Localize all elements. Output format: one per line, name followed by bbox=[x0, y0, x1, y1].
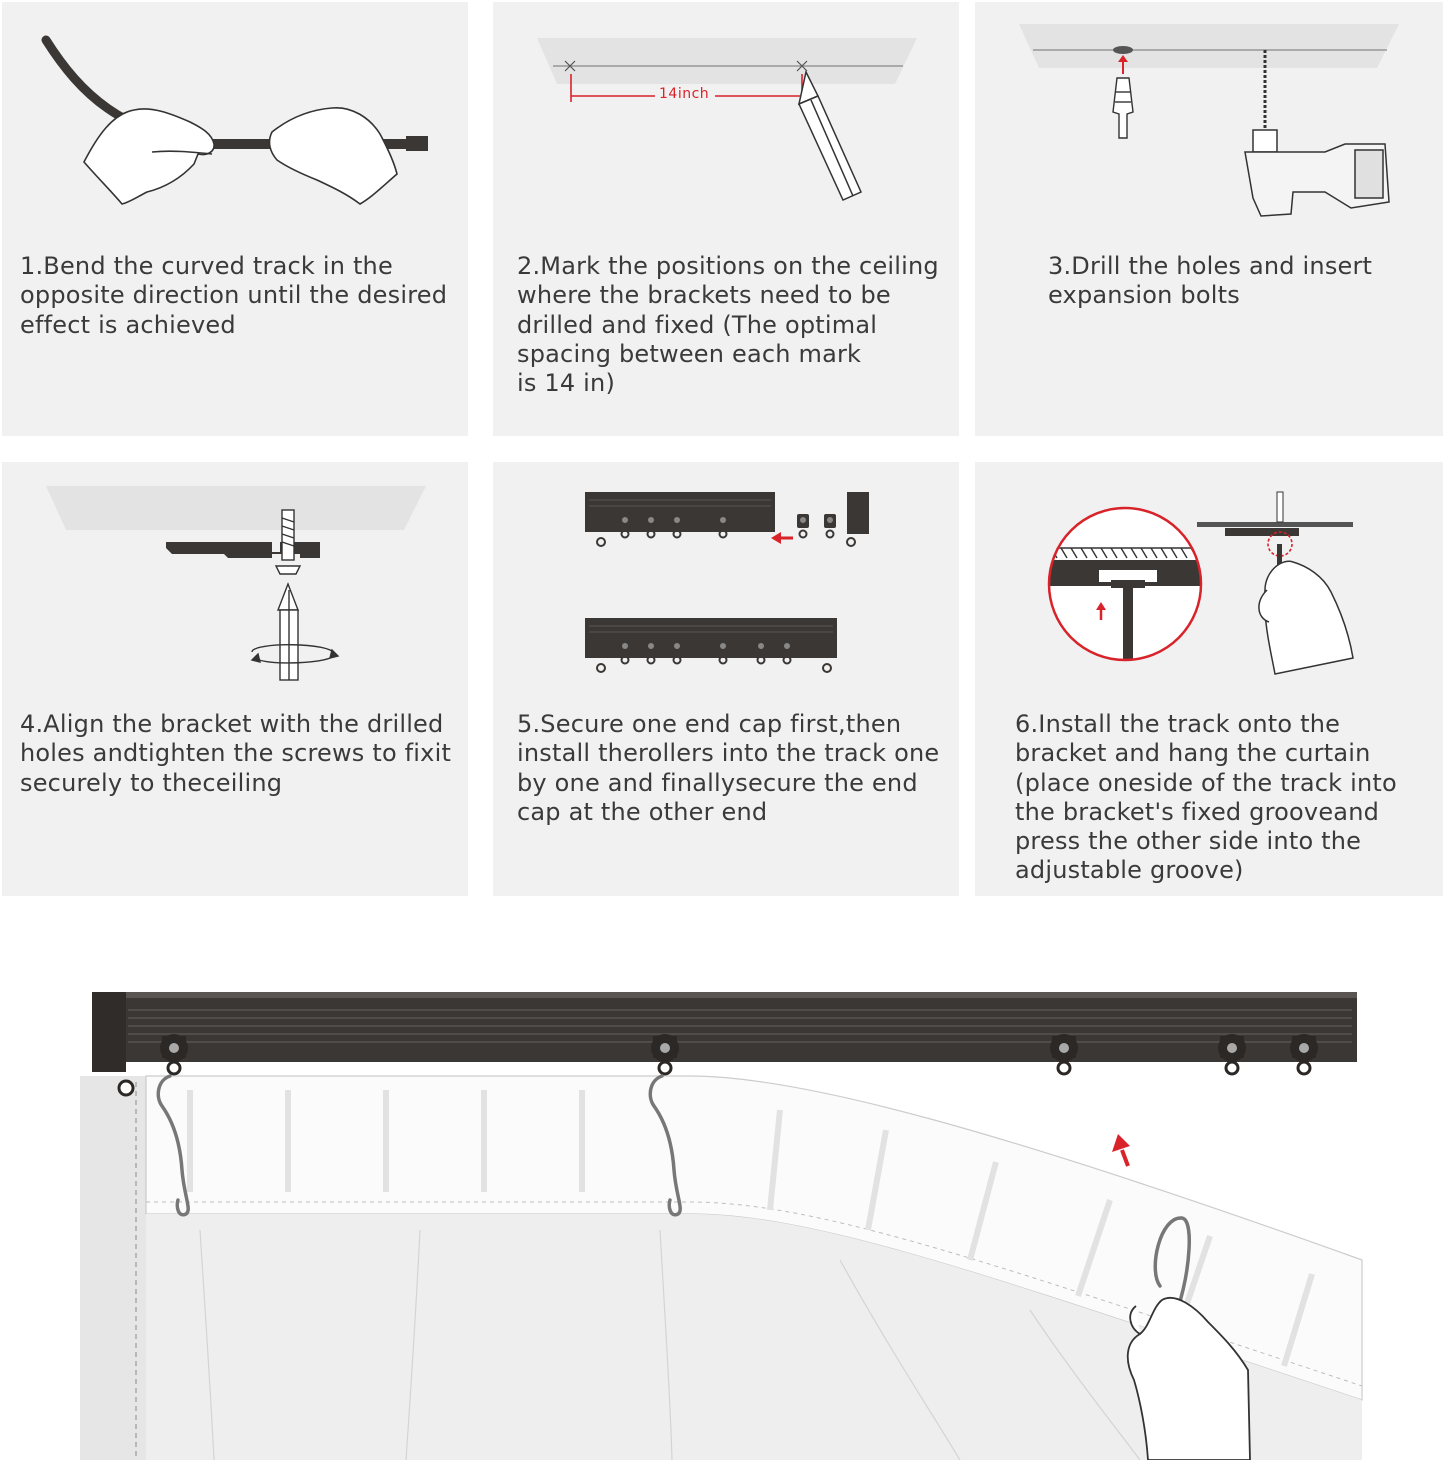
mark-ceiling-illustration bbox=[537, 38, 917, 201]
hero-track bbox=[92, 992, 1357, 1097]
rollers-install-illustration bbox=[585, 492, 869, 673]
loose-rollers bbox=[796, 492, 869, 547]
curtain-left bbox=[80, 1076, 146, 1460]
bend-track-illustration bbox=[41, 35, 428, 205]
hand-icon bbox=[1258, 544, 1354, 675]
roller bbox=[158, 1032, 190, 1076]
step-3-caption: 3.Drill the holes and insert expansion b… bbox=[1048, 252, 1373, 310]
screwdriver-icon bbox=[276, 582, 300, 681]
step-2-caption: 2.Mark the positions on the ceiling wher… bbox=[517, 252, 939, 398]
hero-hand-icon bbox=[1126, 1297, 1251, 1460]
step-5-caption: 5.Secure one end cap first,then install … bbox=[517, 710, 940, 826]
roller bbox=[1048, 1032, 1080, 1076]
step-1-caption: 1.Bend the curved track in the opposite … bbox=[20, 252, 448, 339]
roller bbox=[1216, 1032, 1248, 1076]
step-6-caption: 6.Install the track onto the bracket and… bbox=[1015, 710, 1397, 885]
measure-label: 14inch bbox=[659, 86, 710, 102]
step-3-panel: 3.Drill the holes and insert expansion b… bbox=[975, 2, 1443, 436]
step-4-caption: 4.Align the bracket with the drilled hol… bbox=[20, 710, 452, 797]
left-hand-icon bbox=[83, 108, 215, 205]
expansion-bolt-icon bbox=[1112, 77, 1134, 139]
step-1-panel: 1.Bend the curved track in the opposite … bbox=[2, 2, 468, 436]
track-partial bbox=[585, 492, 775, 547]
step-5-panel: 5.Secure one end cap first,then install … bbox=[493, 462, 959, 896]
pencil-icon bbox=[797, 69, 862, 201]
step-4-panel: 4.Align the bracket with the drilled hol… bbox=[2, 462, 468, 896]
ceiling-bracket-small bbox=[1197, 491, 1353, 557]
install-track-illustration bbox=[1047, 491, 1354, 675]
zoom-up-arrow-icon bbox=[1096, 602, 1106, 620]
roller bbox=[1288, 1032, 1320, 1076]
drill-holes-illustration bbox=[1019, 24, 1399, 217]
track-complete bbox=[585, 618, 837, 673]
insert-arrow-icon bbox=[771, 532, 793, 544]
measure-dimension bbox=[570, 74, 803, 102]
bracket-icon bbox=[166, 542, 320, 558]
step-2-panel: 14inch 2.Mark the positions on the ceili… bbox=[493, 2, 959, 436]
step-6-panel: 6.Install the track onto the bracket and… bbox=[975, 462, 1443, 896]
mark-x-icon bbox=[564, 60, 808, 72]
screw-icon bbox=[274, 509, 302, 575]
roller bbox=[649, 1032, 681, 1076]
curtain-body bbox=[146, 1214, 1362, 1460]
hang-up-arrow-icon bbox=[1112, 1134, 1130, 1167]
drill-icon bbox=[1244, 50, 1390, 217]
curtain-track-hero-illustration bbox=[80, 992, 1363, 1460]
right-hand-icon bbox=[268, 107, 398, 205]
bracket-screw-illustration bbox=[46, 486, 426, 681]
rotate-arrow-icon bbox=[250, 644, 340, 664]
